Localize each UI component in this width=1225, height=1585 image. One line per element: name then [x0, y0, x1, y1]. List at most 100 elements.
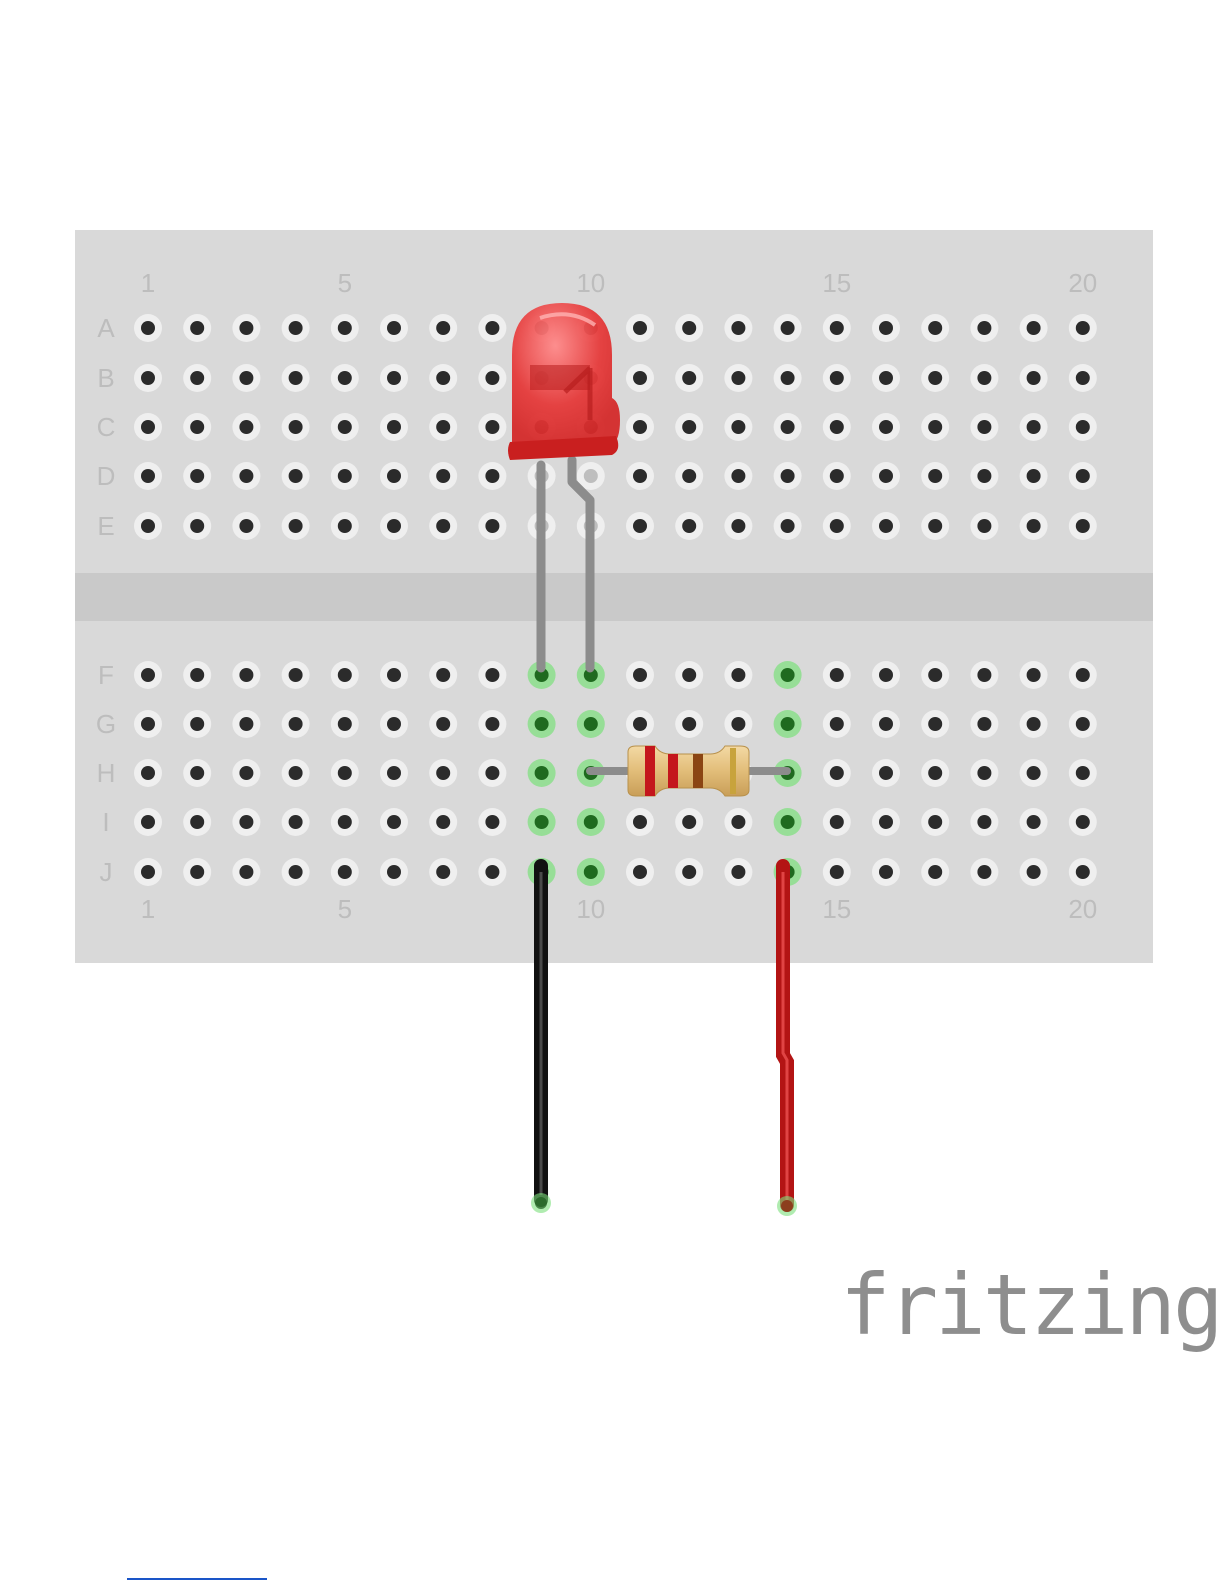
hole-E20[interactable]: [1069, 512, 1097, 540]
hole-D4[interactable]: [282, 462, 310, 490]
hole-I15[interactable]: [823, 808, 851, 836]
hole-A8[interactable]: [478, 314, 506, 342]
hole-I5[interactable]: [331, 808, 359, 836]
hole-J17[interactable]: [921, 858, 949, 886]
hole-I3[interactable]: [232, 808, 260, 836]
hole-D16[interactable]: [872, 462, 900, 490]
hole-J4[interactable]: [282, 858, 310, 886]
hole-B15[interactable]: [823, 364, 851, 392]
hole-F11[interactable]: [626, 661, 654, 689]
hole-F16[interactable]: [872, 661, 900, 689]
hole-H15[interactable]: [823, 759, 851, 787]
hole-B4[interactable]: [282, 364, 310, 392]
hole-H9[interactable]: [528, 759, 556, 787]
hole-I11[interactable]: [626, 808, 654, 836]
hole-D18[interactable]: [970, 462, 998, 490]
hole-G4[interactable]: [282, 710, 310, 738]
hole-C12[interactable]: [675, 413, 703, 441]
hole-B19[interactable]: [1020, 364, 1048, 392]
hole-G7[interactable]: [429, 710, 457, 738]
hole-B3[interactable]: [232, 364, 260, 392]
hole-G19[interactable]: [1020, 710, 1048, 738]
hole-A2[interactable]: [183, 314, 211, 342]
hole-I18[interactable]: [970, 808, 998, 836]
hole-D12[interactable]: [675, 462, 703, 490]
hole-J11[interactable]: [626, 858, 654, 886]
hole-G1[interactable]: [134, 710, 162, 738]
hole-H17[interactable]: [921, 759, 949, 787]
hole-B16[interactable]: [872, 364, 900, 392]
hole-G13[interactable]: [724, 710, 752, 738]
hole-C5[interactable]: [331, 413, 359, 441]
hole-H7[interactable]: [429, 759, 457, 787]
hole-D6[interactable]: [380, 462, 408, 490]
hole-A7[interactable]: [429, 314, 457, 342]
hole-D2[interactable]: [183, 462, 211, 490]
hole-A1[interactable]: [134, 314, 162, 342]
hole-A20[interactable]: [1069, 314, 1097, 342]
hole-B7[interactable]: [429, 364, 457, 392]
hole-G16[interactable]: [872, 710, 900, 738]
hole-J18[interactable]: [970, 858, 998, 886]
hole-A14[interactable]: [774, 314, 802, 342]
hole-C6[interactable]: [380, 413, 408, 441]
hole-F17[interactable]: [921, 661, 949, 689]
hole-C15[interactable]: [823, 413, 851, 441]
hole-G14[interactable]: [774, 710, 802, 738]
hole-F20[interactable]: [1069, 661, 1097, 689]
hole-B1[interactable]: [134, 364, 162, 392]
hole-C2[interactable]: [183, 413, 211, 441]
hole-I10[interactable]: [577, 808, 605, 836]
hole-H6[interactable]: [380, 759, 408, 787]
hole-G2[interactable]: [183, 710, 211, 738]
hole-G8[interactable]: [478, 710, 506, 738]
hole-E4[interactable]: [282, 512, 310, 540]
hole-B2[interactable]: [183, 364, 211, 392]
hole-E15[interactable]: [823, 512, 851, 540]
hole-D15[interactable]: [823, 462, 851, 490]
hole-J10[interactable]: [577, 858, 605, 886]
hole-H4[interactable]: [282, 759, 310, 787]
hole-E8[interactable]: [478, 512, 506, 540]
hole-E2[interactable]: [183, 512, 211, 540]
hole-I4[interactable]: [282, 808, 310, 836]
hole-C17[interactable]: [921, 413, 949, 441]
hole-H8[interactable]: [478, 759, 506, 787]
hole-B12[interactable]: [675, 364, 703, 392]
hole-I7[interactable]: [429, 808, 457, 836]
hole-G18[interactable]: [970, 710, 998, 738]
hole-J15[interactable]: [823, 858, 851, 886]
hole-F15[interactable]: [823, 661, 851, 689]
hole-I2[interactable]: [183, 808, 211, 836]
hole-C16[interactable]: [872, 413, 900, 441]
hole-J6[interactable]: [380, 858, 408, 886]
hole-A18[interactable]: [970, 314, 998, 342]
hole-I19[interactable]: [1020, 808, 1048, 836]
hole-H5[interactable]: [331, 759, 359, 787]
hole-E14[interactable]: [774, 512, 802, 540]
hole-I1[interactable]: [134, 808, 162, 836]
hole-F18[interactable]: [970, 661, 998, 689]
hole-I12[interactable]: [675, 808, 703, 836]
hole-F12[interactable]: [675, 661, 703, 689]
hole-D17[interactable]: [921, 462, 949, 490]
hole-E1[interactable]: [134, 512, 162, 540]
hole-D13[interactable]: [724, 462, 752, 490]
hole-C18[interactable]: [970, 413, 998, 441]
hole-D11[interactable]: [626, 462, 654, 490]
hole-J5[interactable]: [331, 858, 359, 886]
hole-C20[interactable]: [1069, 413, 1097, 441]
hole-H3[interactable]: [232, 759, 260, 787]
hole-B17[interactable]: [921, 364, 949, 392]
hole-J20[interactable]: [1069, 858, 1097, 886]
hole-A15[interactable]: [823, 314, 851, 342]
hole-F6[interactable]: [380, 661, 408, 689]
hole-H18[interactable]: [970, 759, 998, 787]
hole-G12[interactable]: [675, 710, 703, 738]
hole-B11[interactable]: [626, 364, 654, 392]
hole-E12[interactable]: [675, 512, 703, 540]
hole-C19[interactable]: [1020, 413, 1048, 441]
hole-H2[interactable]: [183, 759, 211, 787]
hole-J19[interactable]: [1020, 858, 1048, 886]
hole-J7[interactable]: [429, 858, 457, 886]
